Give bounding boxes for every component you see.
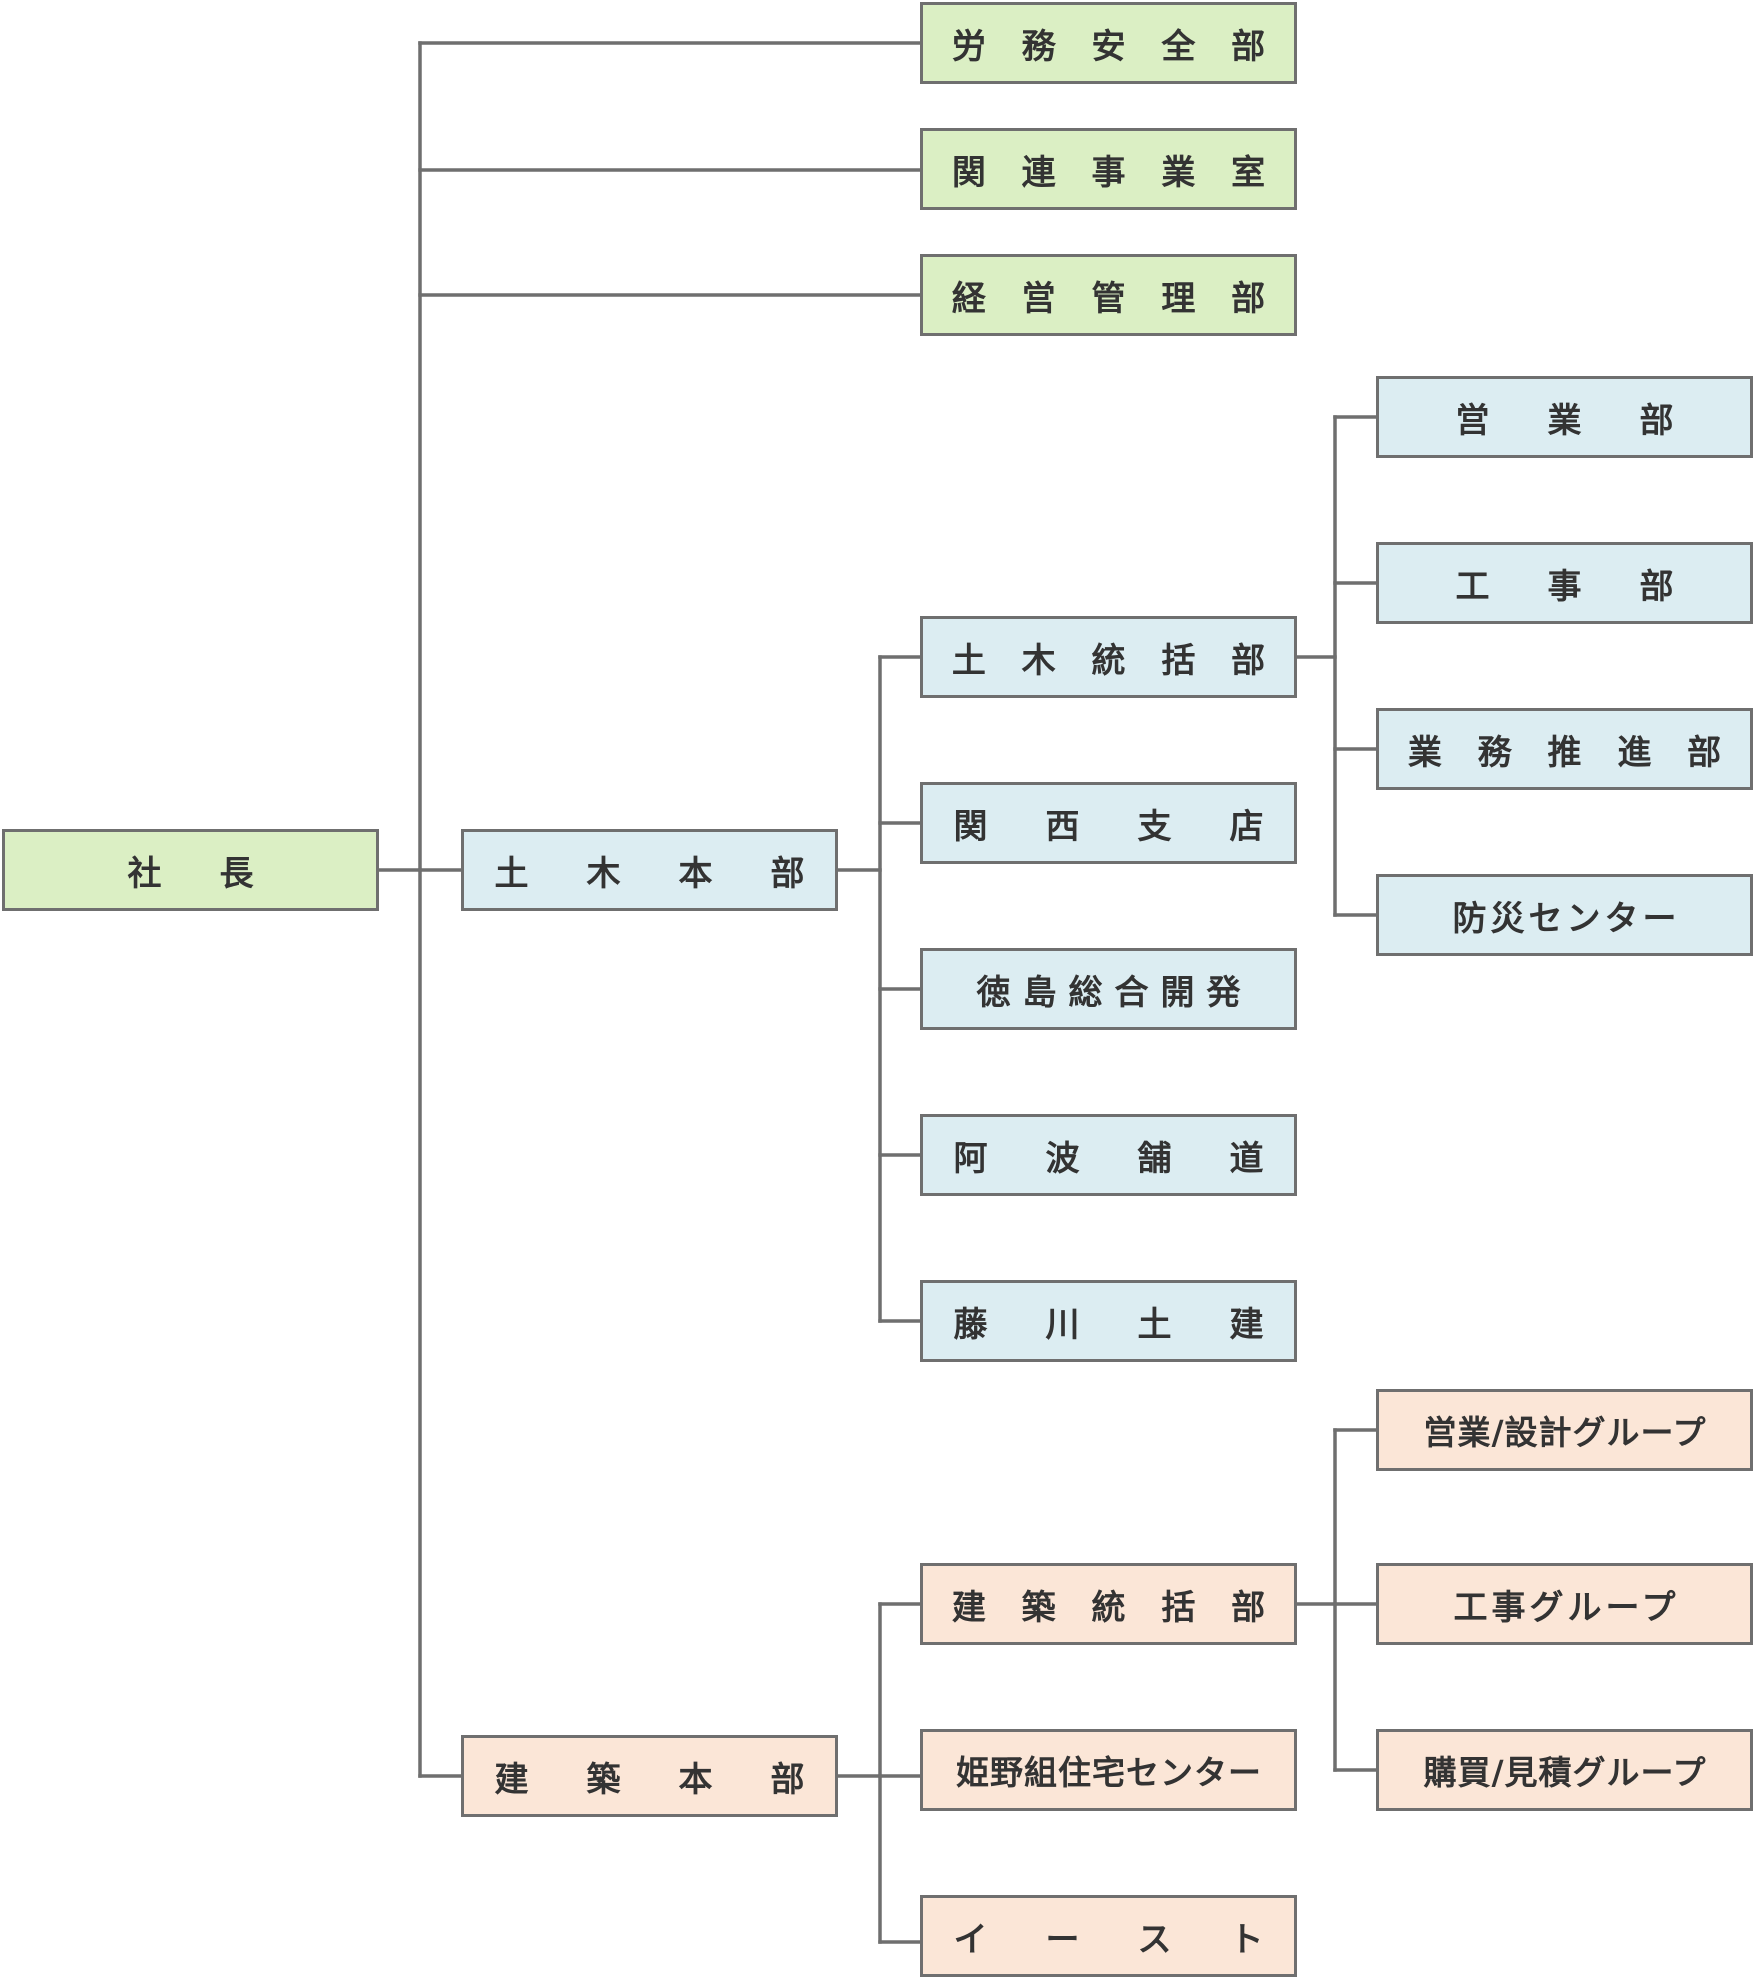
architecture-division-box: 建 築 本 部 <box>461 1735 838 1817</box>
sales-design-group-box: 営業/設計グループ <box>1376 1389 1753 1471</box>
management-dept-label: 経 営 管 理 部 <box>951 278 1278 319</box>
sales-dept-label: 営 業 部 <box>1455 400 1686 441</box>
president-label: 社 長 <box>127 853 266 894</box>
east-box: イ ー ス ト <box>920 1895 1297 1977</box>
construction-group-box: 工事グループ <box>1376 1563 1753 1645</box>
awa-paving-box: 阿 波 舗 道 <box>920 1114 1297 1196</box>
construction-dept-label: 工 事 部 <box>1455 566 1686 607</box>
architecture-division-label: 建 築 本 部 <box>494 1759 817 1800</box>
sales-design-group-label: 営業/設計グループ <box>1423 1413 1707 1452</box>
business-promotion-dept-box: 業 務 推 進 部 <box>1376 708 1753 790</box>
tokushima-development-label: 徳島総合開発 <box>976 972 1253 1013</box>
affiliated-business-office-label: 関 連 事 業 室 <box>951 152 1278 193</box>
fujikawa-construction-label: 藤 川 土 建 <box>953 1304 1276 1345</box>
himeno-housing-center-label: 姫野組住宅センター <box>956 1753 1262 1792</box>
business-promotion-dept-label: 業 務 推 進 部 <box>1407 732 1734 773</box>
tokushima-development-box: 徳島総合開発 <box>920 948 1297 1030</box>
fujikawa-construction-box: 藤 川 土 建 <box>920 1280 1297 1362</box>
management-dept-box: 経 営 管 理 部 <box>920 254 1297 336</box>
east-label: イ ー ス ト <box>953 1919 1276 1960</box>
disaster-prevention-center-label: 防災センター <box>1452 898 1681 939</box>
civil-control-dept-label: 土 木 統 括 部 <box>951 640 1278 681</box>
awa-paving-label: 阿 波 舗 道 <box>953 1138 1276 1179</box>
president-box: 社 長 <box>2 829 379 911</box>
sales-dept-box: 営 業 部 <box>1376 376 1753 458</box>
civil-control-dept-box: 土 木 統 括 部 <box>920 616 1297 698</box>
construction-group-label: 工事グループ <box>1453 1587 1680 1628</box>
civil-division-label: 土 木 本 部 <box>494 853 817 894</box>
purchasing-estimation-group-box: 購買/見積グループ <box>1376 1729 1753 1811</box>
kansai-branch-label: 関 西 支 店 <box>953 806 1276 847</box>
civil-division-box: 土 木 本 部 <box>461 829 838 911</box>
himeno-housing-center-box: 姫野組住宅センター <box>920 1729 1297 1811</box>
construction-dept-box: 工 事 部 <box>1376 542 1753 624</box>
architecture-control-dept-label: 建 築 統 括 部 <box>951 1587 1278 1628</box>
kansai-branch-box: 関 西 支 店 <box>920 782 1297 864</box>
labor-safety-dept-label: 労 務 安 全 部 <box>951 26 1278 67</box>
architecture-control-dept-box: 建 築 統 括 部 <box>920 1563 1297 1645</box>
purchasing-estimation-group-label: 購買/見積グループ <box>1423 1753 1707 1792</box>
labor-safety-dept-box: 労 務 安 全 部 <box>920 2 1297 84</box>
affiliated-business-office-box: 関 連 事 業 室 <box>920 128 1297 210</box>
disaster-prevention-center-box: 防災センター <box>1376 874 1753 956</box>
